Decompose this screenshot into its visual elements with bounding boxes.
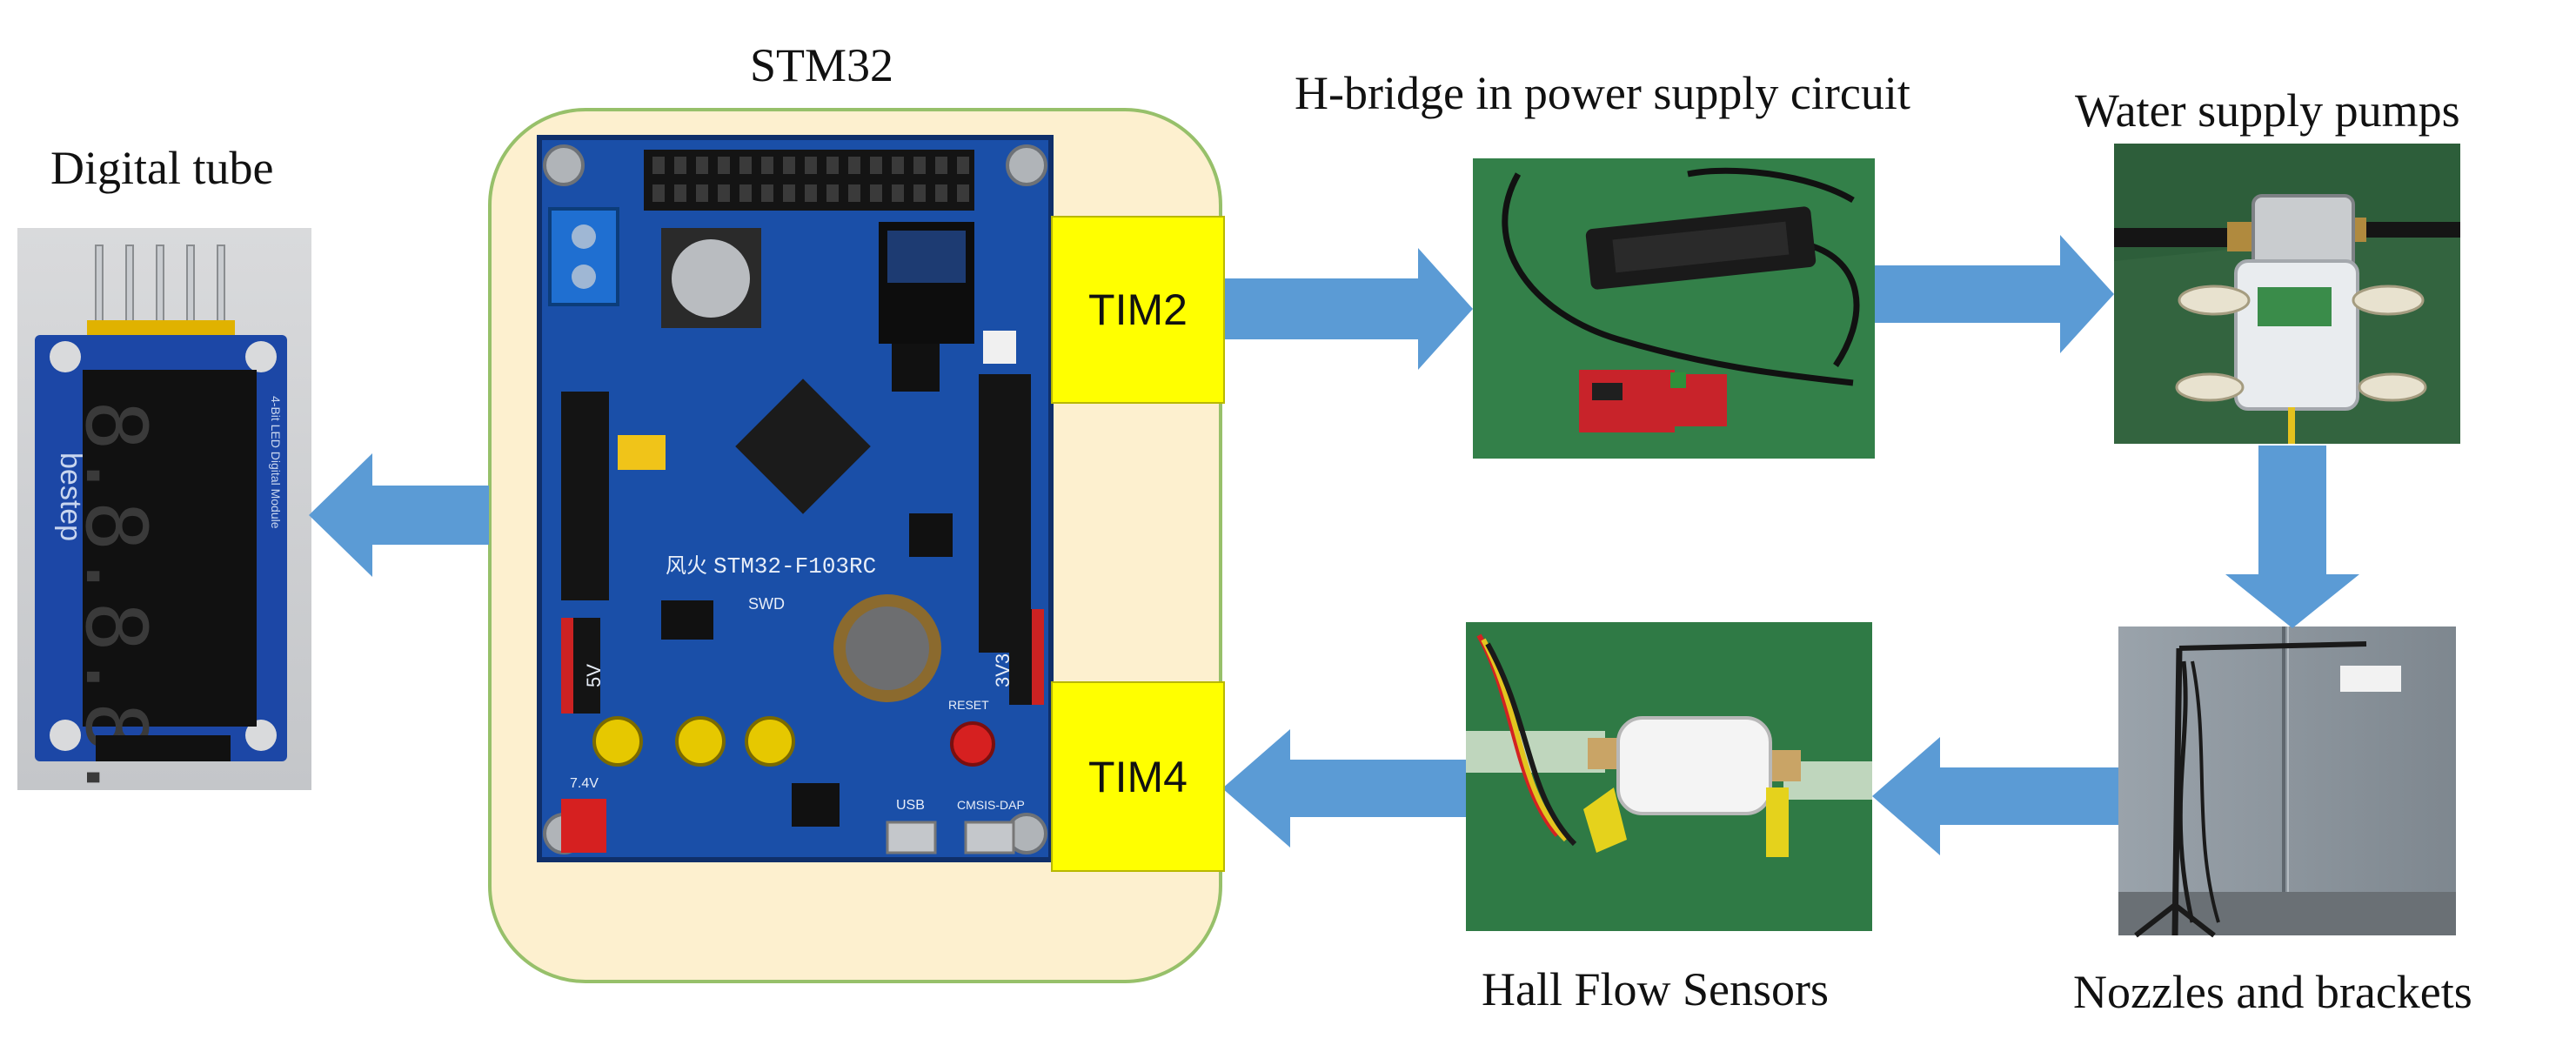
h-bridge-photo [1473, 158, 1875, 459]
board-usb-silkscreen: USB [896, 798, 925, 813]
arrow-sensor-to-tim4 [1222, 729, 1466, 848]
board-model-silkscreen: STM32-F103RC [713, 553, 876, 580]
board-brand-silkscreen: 风火 [666, 553, 707, 578]
hall-sensor-caption: Hall Flow Sensors [1482, 963, 1830, 1015]
arrow-tim2-to-hbridge [1222, 248, 1473, 370]
stm32-board-photo: STM32-F103RC 风火 SWD 5V 3V3 USB CMSIS-DAP… [537, 135, 1054, 862]
tim4-box: TIM4 [1051, 681, 1225, 872]
tube-brand-silkscreen: bestep [54, 452, 87, 541]
digital-tube-caption: Digital tube [50, 142, 274, 194]
board-reset-silkscreen: RESET [948, 698, 989, 712]
tim2-box: TIM2 [1051, 216, 1225, 404]
board-swd-silkscreen: SWD [748, 595, 785, 613]
h-bridge-caption: H-bridge in power supply circuit [1295, 67, 1910, 119]
arrow-hbridge-to-pump [1875, 235, 2114, 353]
tim2-label: TIM2 [1088, 285, 1188, 334]
stm32-caption: STM32 [750, 39, 894, 91]
tim4-label: TIM4 [1088, 752, 1188, 801]
nozzles-photo [2118, 627, 2456, 938]
board-3v3-silkscreen: 3V3 [992, 653, 1014, 687]
board-74v-silkscreen: 7.4V [570, 776, 599, 791]
hall-sensor-photo [1466, 622, 1872, 931]
board-5v-silkscreen: 5V [583, 664, 605, 687]
arrow-pump-to-nozzles [2225, 446, 2359, 628]
nozzles-caption: Nozzles and brackets [2073, 966, 2472, 1018]
arrow-nozzles-to-sensor [1872, 737, 2118, 855]
digital-tube-photo: 8.8.8.8. bestep 4-Bit LED Digital Module [17, 228, 311, 802]
water-pump-caption: Water supply pumps [2075, 84, 2460, 137]
tube-module-silkscreen: 4-Bit LED Digital Module [269, 396, 283, 529]
arrow-stm32-to-tube [309, 453, 489, 577]
board-cmsis-silkscreen: CMSIS-DAP [957, 798, 1025, 812]
water-pump-photo [2114, 144, 2460, 444]
